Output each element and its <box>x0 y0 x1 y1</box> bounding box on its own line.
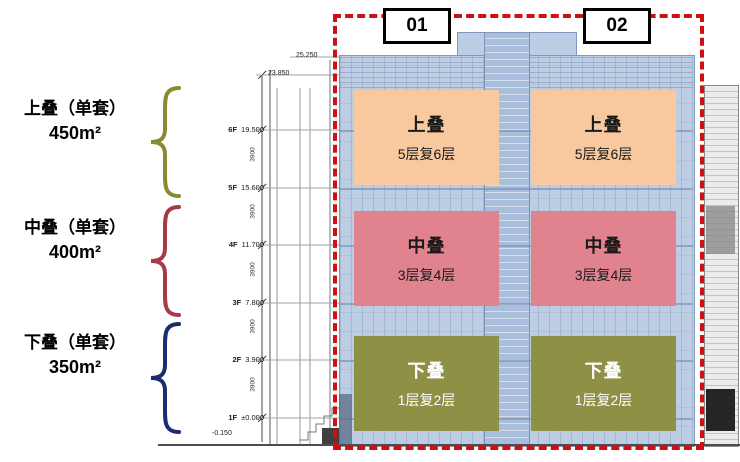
stack-title: 下叠 <box>407 361 446 381</box>
floor-slab-line <box>339 245 693 247</box>
floor-number: 6F <box>228 125 238 134</box>
floor-number: 4F <box>228 240 238 249</box>
stack-floors: 5层复6层 <box>574 146 633 162</box>
floor-level: 15.600 <box>241 183 264 192</box>
stack-floors: 1层复2层 <box>397 392 456 408</box>
parapet-level-label: 25.250 <box>296 52 318 59</box>
floor-level: 7.800 <box>245 298 264 307</box>
floor-level: 19.500 <box>241 125 264 134</box>
unit-number: 02 <box>606 15 628 36</box>
legend-middle-stack: 中叠（单套） 400m² <box>2 217 148 264</box>
legend-area: 450m² <box>48 122 102 143</box>
unit-01-lower-stack-box: 下叠 1层复2层 <box>354 336 499 431</box>
floor-slab-line <box>339 303 693 305</box>
floor-level: ±0.000 <box>241 413 264 422</box>
floor-label-1f: 1F ±0.000 <box>186 413 264 423</box>
dimension-label: 3900 <box>249 319 257 334</box>
brace-lower-icon <box>150 322 181 434</box>
legend-label: 中叠（单套） <box>24 218 126 237</box>
unit-number: 01 <box>406 15 428 36</box>
adjacent-tower-shading <box>706 206 735 254</box>
floor-level: 11.700 <box>241 240 264 249</box>
stack-floors: 3层复4层 <box>574 267 633 283</box>
entry-shadow-block <box>322 428 343 444</box>
floor-level: 3.900 <box>245 355 264 364</box>
floor-number: 2F <box>232 355 242 364</box>
adjacent-tower-section <box>704 85 739 447</box>
brace-middle-icon <box>150 205 181 317</box>
brace-upper-icon <box>150 86 181 198</box>
unit-01-upper-stack-box: 上叠 5层复6层 <box>354 90 499 185</box>
floor-label-5f: 5F 15.600 <box>186 183 264 193</box>
dimension-label: 3900 <box>249 262 257 277</box>
floor-slab-line <box>339 360 693 362</box>
unit-01-middle-stack-box: 中叠 3层复4层 <box>354 211 499 306</box>
floor-label-4f: 4F 11.700 <box>186 240 264 250</box>
floor-slab-line <box>339 130 693 132</box>
stack-title: 中叠 <box>584 236 623 256</box>
ground-line <box>158 444 740 446</box>
stack-floors: 5层复6层 <box>397 146 456 162</box>
ground-level-label: -0.150 <box>212 430 232 437</box>
stack-floors: 3层复4层 <box>397 267 456 283</box>
floor-slab-line <box>339 418 693 420</box>
floor-number: 3F <box>232 298 242 307</box>
unit-header-01: 01 <box>383 8 451 44</box>
legend-lower-stack: 下叠（单套） 350m² <box>2 332 148 379</box>
stack-title: 上叠 <box>407 115 446 135</box>
floor-label-2f: 2F 3.900 <box>186 355 264 365</box>
floor-slab-line <box>339 188 693 190</box>
unit-boundary-dashed-outline <box>333 14 704 450</box>
dimension-label: 3900 <box>249 204 257 219</box>
floor-number: 5F <box>228 183 238 192</box>
entrance-shadow <box>339 394 352 444</box>
floor-label-6f: 6F 19.500 <box>186 125 264 135</box>
stack-floors: 1层复2层 <box>574 392 633 408</box>
dimension-label: 3900 <box>249 377 257 392</box>
legend-area: 350m² <box>48 356 102 377</box>
legend-label: 下叠（单套） <box>24 333 126 352</box>
stack-title: 下叠 <box>584 361 623 381</box>
stack-title: 中叠 <box>407 236 446 256</box>
legend-upper-stack: 上叠（单套） 450m² <box>2 98 148 145</box>
dimension-label: 3900 <box>249 147 257 162</box>
unit-02-upper-stack-box: 上叠 5层复6层 <box>531 90 676 185</box>
floor-number: 1F <box>228 413 238 422</box>
legend-area: 400m² <box>48 241 102 262</box>
unit-02-middle-stack-box: 中叠 3层复4层 <box>531 211 676 306</box>
adjacent-tower-dark-block <box>706 389 735 431</box>
roof-level-label: 23.850 <box>268 70 290 77</box>
legend-label: 上叠（单套） <box>24 99 126 118</box>
floor-label-3f: 3F 7.800 <box>186 298 264 308</box>
unit-header-02: 02 <box>583 8 651 44</box>
stack-title: 上叠 <box>584 115 623 135</box>
unit-02-lower-stack-box: 下叠 1层复2层 <box>531 336 676 431</box>
